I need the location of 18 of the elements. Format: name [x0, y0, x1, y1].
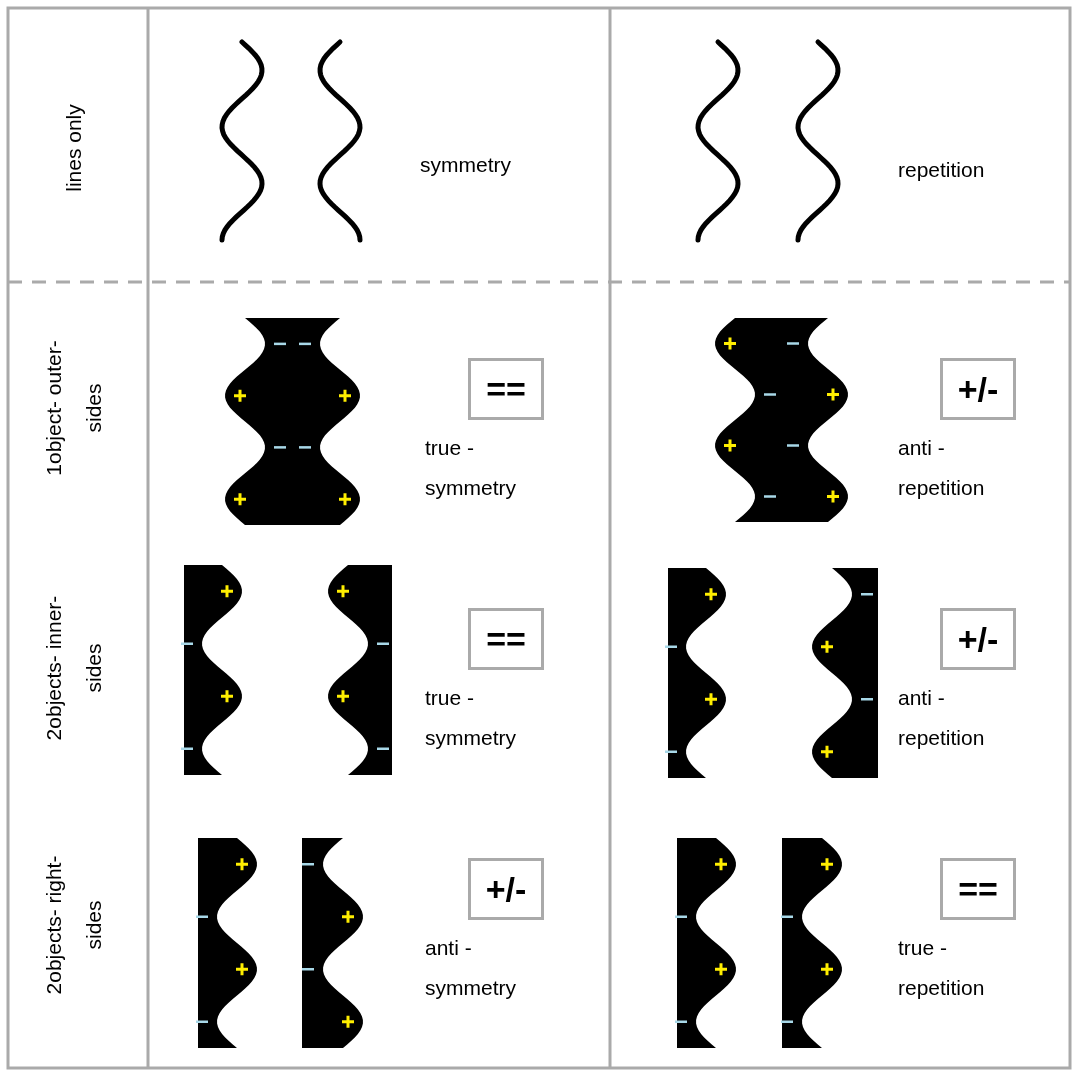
- symbol-box: +/-: [940, 608, 1016, 670]
- symbol-box: +/-: [468, 858, 544, 920]
- cell-caption: anti - repetition: [898, 685, 986, 751]
- cell-caption: true - symmetry: [425, 685, 517, 751]
- row-header: 2objects- inner-sides: [41, 594, 106, 743]
- cell-caption: anti - symmetry: [425, 935, 517, 1001]
- cell-caption: anti - repetition: [898, 435, 986, 501]
- symbol-box: ==: [468, 358, 544, 420]
- row-header: 2objects- right-sides: [41, 854, 106, 997]
- cell-caption: true - repetition: [898, 935, 986, 1001]
- symbol-box: +/-: [940, 358, 1016, 420]
- symbol-box: ==: [940, 858, 1016, 920]
- symbol-box: ==: [468, 608, 544, 670]
- cell-caption: true - symmetry: [425, 435, 517, 501]
- row-header: lines only: [61, 103, 86, 194]
- row-header: 1object- outer-sides: [41, 339, 106, 478]
- column-caption: repetition: [898, 157, 985, 183]
- column-caption: symmetry: [420, 152, 511, 178]
